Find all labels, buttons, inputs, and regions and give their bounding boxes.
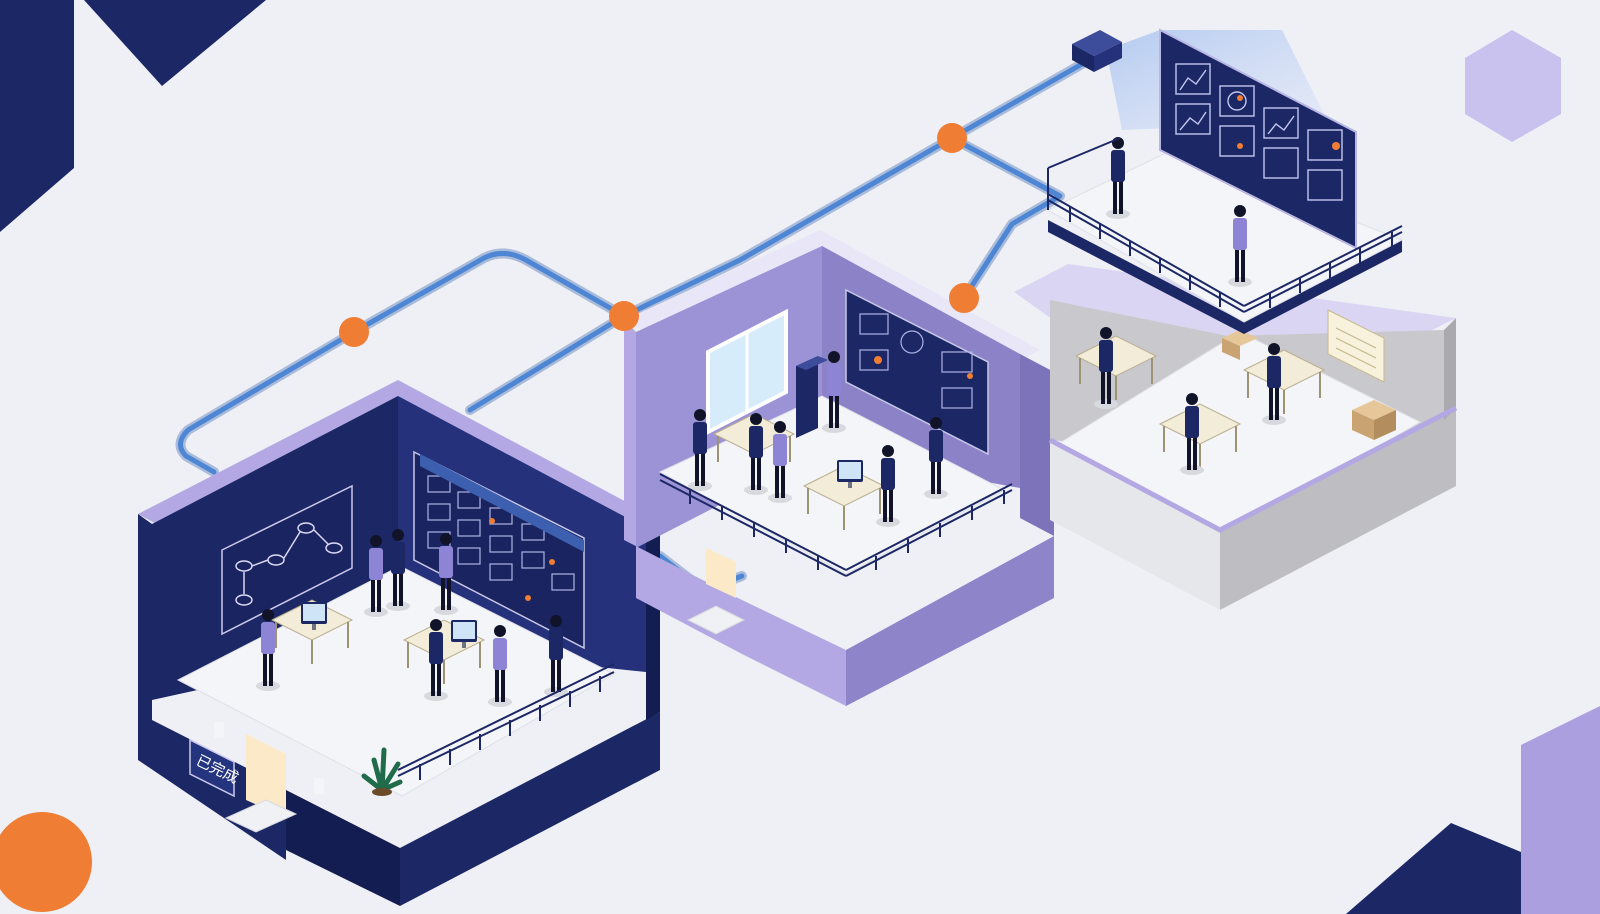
pipeline-node	[949, 283, 979, 313]
lavender-corner-shape	[1521, 706, 1600, 914]
room2-front-wall	[742, 600, 846, 706]
room3-right-wall	[1220, 408, 1456, 610]
navy-corner-shape	[0, 0, 74, 232]
room1-doorway	[246, 734, 286, 818]
room2-right-side-wall	[1020, 354, 1054, 536]
pipeline-node	[937, 123, 967, 153]
navy-triangle-bottom	[1346, 823, 1521, 914]
room2-left-outer-wall	[624, 320, 742, 654]
workspace-room-1: 已完成	[138, 380, 660, 906]
wall-lamp-left	[214, 722, 224, 738]
flowchart-board	[221, 484, 353, 636]
pipeline-nodes	[339, 123, 979, 347]
data-screen	[1159, 28, 1357, 250]
pipeline-node	[609, 301, 639, 331]
room3-right-side	[1444, 318, 1456, 420]
dashboard-board	[413, 450, 585, 650]
room2-railing	[659, 473, 1013, 577]
workspace-room-3	[1014, 264, 1458, 610]
deck-floor	[1046, 149, 1404, 323]
room1-step	[224, 799, 298, 833]
room2-right-outer-wall	[846, 536, 1054, 706]
room2-step	[686, 605, 746, 635]
presentation-deck	[1046, 28, 1404, 334]
room2-cabinet	[796, 356, 828, 438]
pipeline-node	[339, 317, 369, 347]
room3-front-wall	[1050, 440, 1220, 610]
room1-railing	[397, 663, 615, 780]
wall-lamp-right	[314, 778, 324, 794]
chart-icon	[1175, 63, 1343, 201]
room2-dashboard-board	[845, 288, 989, 456]
room1-front-wall	[286, 790, 400, 906]
room2-doorway	[706, 548, 736, 598]
navy-triangle-top	[84, 0, 266, 86]
flowchart-icon	[235, 522, 343, 606]
room2-window	[706, 308, 788, 436]
camera-icon	[1072, 30, 1122, 72]
plant-icon	[361, 747, 403, 796]
room1-right-side-wall	[646, 520, 660, 720]
room1-right-outer-wall	[400, 712, 660, 906]
orange-circle-shape	[0, 812, 92, 912]
hexagon-shape	[1465, 30, 1561, 142]
cardboard-boxes	[1222, 330, 1396, 440]
room3-notice-board	[1327, 309, 1385, 383]
deck-railing	[1047, 137, 1403, 313]
workspace-room-2	[624, 230, 1054, 706]
